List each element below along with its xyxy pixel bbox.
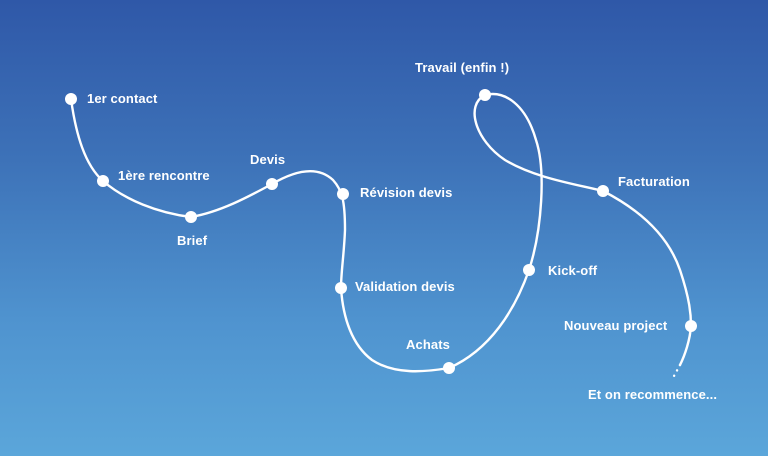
step-dot-achats xyxy=(443,362,455,374)
step-label-kickoff: Kick-off xyxy=(548,263,598,278)
step-label-validation: Validation devis xyxy=(355,279,455,294)
step-dot-rencontre xyxy=(97,175,109,187)
step-dot-devis xyxy=(266,178,278,190)
step-label-brief: Brief xyxy=(177,233,208,248)
step-dot-kickoff xyxy=(523,264,535,276)
step-dot-validation xyxy=(335,282,347,294)
step-label-travail: Travail (enfin !) xyxy=(415,60,510,75)
step-label-devis: Devis xyxy=(250,152,286,167)
ending-label: Et on recommence... xyxy=(588,387,718,402)
step-label-nouveau: Nouveau project xyxy=(564,318,668,333)
step-dot-facturation xyxy=(597,185,609,197)
step-dot-revision xyxy=(337,188,349,200)
continuation-dots xyxy=(672,363,682,378)
step-dot-nouveau xyxy=(685,320,697,332)
step-label-revision: Révision devis xyxy=(360,185,453,200)
step-dot-brief xyxy=(185,211,197,223)
step-dot-travail xyxy=(479,89,491,101)
step-label-facturation: Facturation xyxy=(618,174,690,189)
step-label-contact: 1er contact xyxy=(87,91,158,106)
step-dot-contact xyxy=(65,93,77,105)
step-label-rencontre: 1ère rencontre xyxy=(118,168,210,183)
step-label-achats: Achats xyxy=(406,337,450,352)
